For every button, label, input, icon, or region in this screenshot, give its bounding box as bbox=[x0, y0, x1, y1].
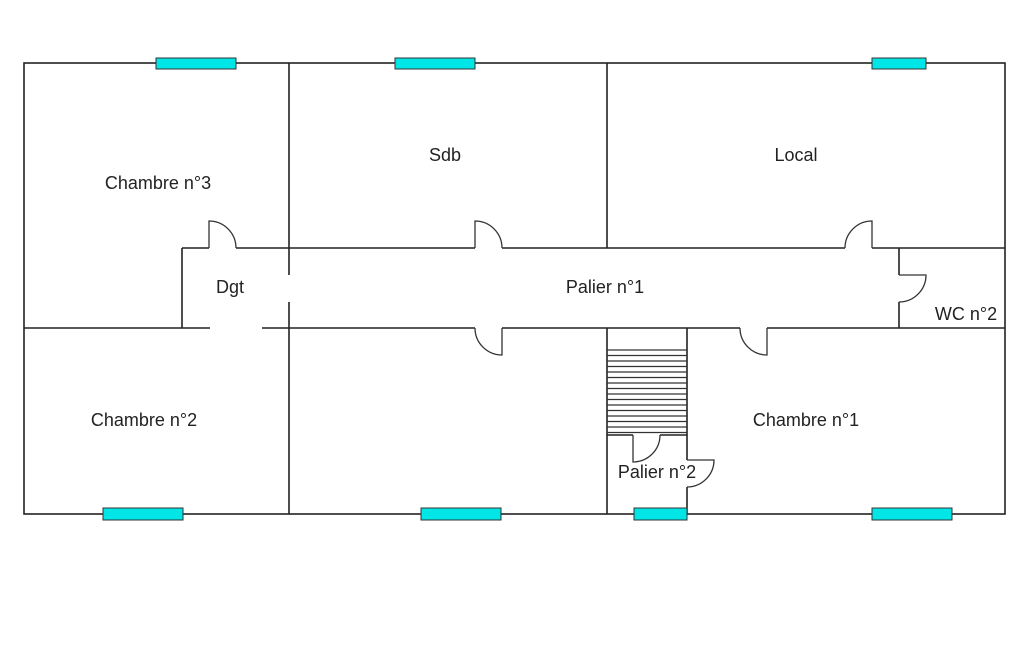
door-palier1-south bbox=[474, 327, 503, 356]
room-label-chambre2: Chambre n°2 bbox=[91, 410, 197, 430]
door-chambre1 bbox=[739, 327, 768, 356]
staircase bbox=[607, 349, 687, 434]
room-label-sdb: Sdb bbox=[429, 145, 461, 165]
outer-wall bbox=[23, 62, 1006, 515]
room-label-chambre1: Chambre n°1 bbox=[753, 410, 859, 430]
window bbox=[420, 507, 502, 521]
door-sdb bbox=[474, 220, 503, 249]
window bbox=[155, 57, 237, 70]
windows bbox=[102, 57, 953, 521]
door-local bbox=[844, 220, 873, 249]
window bbox=[102, 507, 184, 521]
door-chambre3 bbox=[208, 220, 237, 249]
doors bbox=[208, 220, 927, 488]
door-palier2-chambre1 bbox=[686, 459, 715, 488]
window bbox=[871, 57, 927, 70]
interior-walls bbox=[24, 63, 1005, 514]
room-label-palier1: Palier n°1 bbox=[566, 277, 644, 297]
window bbox=[633, 507, 688, 521]
room-label-local: Local bbox=[774, 145, 817, 165]
window bbox=[871, 507, 953, 521]
door-palier2-stairs bbox=[632, 434, 661, 463]
room-label-palier2: Palier n°2 bbox=[618, 462, 696, 482]
room-label-chambre3: Chambre n°3 bbox=[105, 173, 211, 193]
door-wc2 bbox=[898, 274, 927, 303]
window bbox=[394, 57, 476, 70]
room-label-wc2: WC n°2 bbox=[935, 304, 997, 324]
room-label-dgt: Dgt bbox=[216, 277, 244, 297]
